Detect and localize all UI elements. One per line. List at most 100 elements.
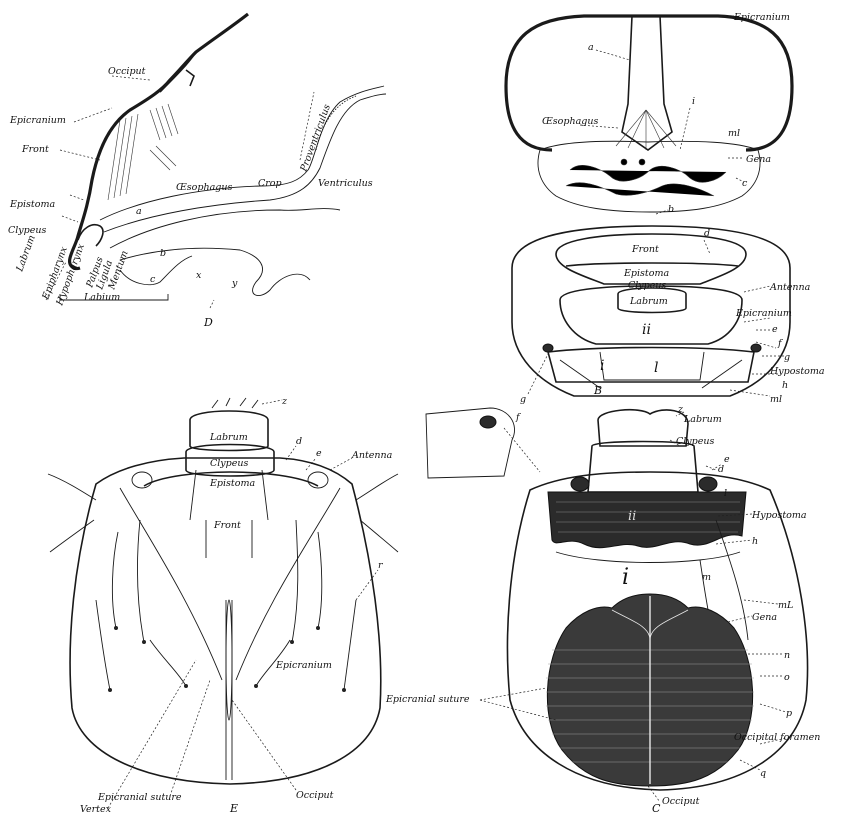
c-label-hypostoma: Hypostoma bbox=[751, 510, 807, 521]
d-label-labium: Labium bbox=[83, 292, 120, 303]
a-mouth-region bbox=[538, 141, 760, 212]
d-label-x: x bbox=[196, 270, 202, 281]
b-label-hypostoma: Hypostoma bbox=[769, 366, 825, 377]
a-label-c: c bbox=[742, 178, 748, 189]
c-label-ii: ii bbox=[628, 509, 636, 524]
c-label-ml: mL bbox=[778, 600, 793, 611]
d-label-proventriculus: Proventriculus bbox=[298, 103, 333, 174]
e-labrum-setae bbox=[212, 398, 258, 408]
e-label-d: d bbox=[296, 436, 302, 447]
c-figure-letter: C bbox=[652, 802, 661, 814]
a-label-ml: ml bbox=[728, 128, 740, 139]
d-label-oesophagus: Œsophagus bbox=[176, 182, 232, 193]
c-label-gena: Gena bbox=[752, 612, 777, 623]
d-label-occiput: Occiput bbox=[108, 66, 146, 77]
b-ii-plate bbox=[560, 286, 742, 344]
e-antenna-left bbox=[132, 472, 152, 488]
a-head-outline bbox=[506, 16, 792, 150]
d-gut-lower bbox=[110, 209, 340, 248]
c-inner-rim bbox=[556, 552, 740, 563]
a-label-oesophagus: Œsophagus bbox=[542, 116, 598, 127]
b-label-epistoma: Epistoma bbox=[623, 268, 669, 279]
c-label-clypeus: Clypeus bbox=[676, 436, 714, 447]
d-oesophagus bbox=[100, 86, 384, 220]
e-label-e: e bbox=[316, 448, 322, 459]
e-bristle-bases bbox=[108, 626, 346, 692]
d-label-c: c bbox=[150, 274, 156, 285]
c-label-n: n bbox=[784, 650, 790, 661]
b-antenna-socket-left bbox=[543, 344, 553, 352]
d-label-labrum: Labrum bbox=[14, 234, 38, 274]
e-bristles bbox=[48, 470, 398, 690]
b-label-e: e bbox=[772, 324, 778, 335]
d-label-ventriculus: Ventriculus bbox=[318, 178, 373, 189]
b-label-l: l bbox=[654, 360, 658, 376]
d-label-a: a bbox=[136, 206, 142, 217]
d-labium-outline bbox=[120, 256, 192, 285]
e-label-z: z bbox=[281, 396, 288, 407]
c-label-occiput: Occiput bbox=[662, 796, 700, 807]
a-label-gena: Gena bbox=[746, 154, 771, 165]
c-label-p: p bbox=[786, 708, 792, 719]
b-label-i: i bbox=[600, 358, 604, 374]
c-antenna-right bbox=[699, 477, 717, 491]
b-label-labrum: Labrum bbox=[629, 296, 668, 307]
b-i-plate bbox=[548, 348, 754, 383]
e-label-epicranium: Epicranium bbox=[275, 660, 332, 671]
b-label-f: f bbox=[777, 338, 783, 349]
b-label-g: g bbox=[784, 352, 790, 363]
b-label-d: d bbox=[704, 228, 710, 239]
c-antenna-socket-detached bbox=[480, 416, 496, 428]
c-antenna-fragment bbox=[426, 408, 515, 478]
figure-d: Occiput Epicranium Front Epistoma Clypeu… bbox=[8, 14, 386, 329]
d-head-outline bbox=[70, 14, 248, 269]
c-label-d: d bbox=[718, 464, 724, 475]
a-mouthpart-texture bbox=[566, 159, 726, 196]
e-front-suture-arms bbox=[120, 488, 340, 680]
d-label-epicranium: Epicranium bbox=[9, 115, 66, 126]
figure-c: z Labrum Clypeus f d e Hypostoma ii l h … bbox=[385, 404, 820, 814]
a-label-b: b bbox=[668, 204, 674, 215]
figure-a: Epicranium a Œsophagus i ml Gena c b bbox=[506, 12, 792, 215]
e-label-front: Front bbox=[213, 520, 241, 531]
e-label-vertex: Vertex bbox=[80, 804, 112, 814]
c-label-h: h bbox=[752, 536, 758, 547]
d-label-crop: Crop bbox=[258, 178, 282, 189]
c-hypostoma-band bbox=[548, 492, 746, 548]
c-label-i: i bbox=[622, 565, 629, 590]
c-label-occipital-foramen: Occipital foramen bbox=[734, 732, 820, 743]
e-label-occiput: Occiput bbox=[296, 790, 334, 801]
c-label-m: m bbox=[702, 572, 711, 583]
d-label-b: b bbox=[160, 248, 166, 259]
d-label-front: Front bbox=[21, 144, 49, 155]
e-label-epicranial-suture: Epicranial suture bbox=[97, 792, 182, 803]
b-antenna-socket-right bbox=[751, 344, 761, 352]
c-label-epicranial-suture: Epicranial suture bbox=[385, 694, 470, 705]
b-label-g-left: g bbox=[520, 394, 526, 405]
c-antenna-left bbox=[571, 477, 589, 491]
a-label-i: i bbox=[692, 96, 695, 107]
d-ventral-body bbox=[120, 248, 310, 295]
a-label-a: a bbox=[588, 42, 594, 53]
b-label-front: Front bbox=[631, 244, 659, 255]
c-clypeus bbox=[588, 442, 698, 493]
e-label-labrum: Labrum bbox=[209, 432, 248, 443]
c-label-z: z bbox=[677, 404, 684, 415]
b-figure-letter: B bbox=[593, 384, 602, 397]
e-label-clypeus: Clypeus bbox=[210, 458, 248, 469]
c-label-l: l bbox=[724, 488, 727, 499]
e-label-epistoma: Epistoma bbox=[209, 478, 255, 489]
figure-e: z Labrum Clypeus Epistoma d e Antenna Fr… bbox=[48, 396, 398, 814]
b-epistoma-line bbox=[566, 263, 738, 266]
b-label-ml: ml bbox=[770, 394, 782, 405]
b-label-h: h bbox=[782, 380, 788, 391]
e-label-r: r bbox=[378, 560, 384, 571]
c-labrum bbox=[598, 410, 688, 446]
d-label-epistoma: Epistoma bbox=[9, 199, 55, 210]
e-label-antenna: Antenna bbox=[351, 450, 393, 461]
b-label-antenna: Antenna bbox=[769, 282, 811, 293]
d-label-y: y bbox=[231, 278, 238, 289]
b-label-ii: ii bbox=[642, 322, 651, 338]
d-figure-letter: D bbox=[203, 316, 213, 329]
